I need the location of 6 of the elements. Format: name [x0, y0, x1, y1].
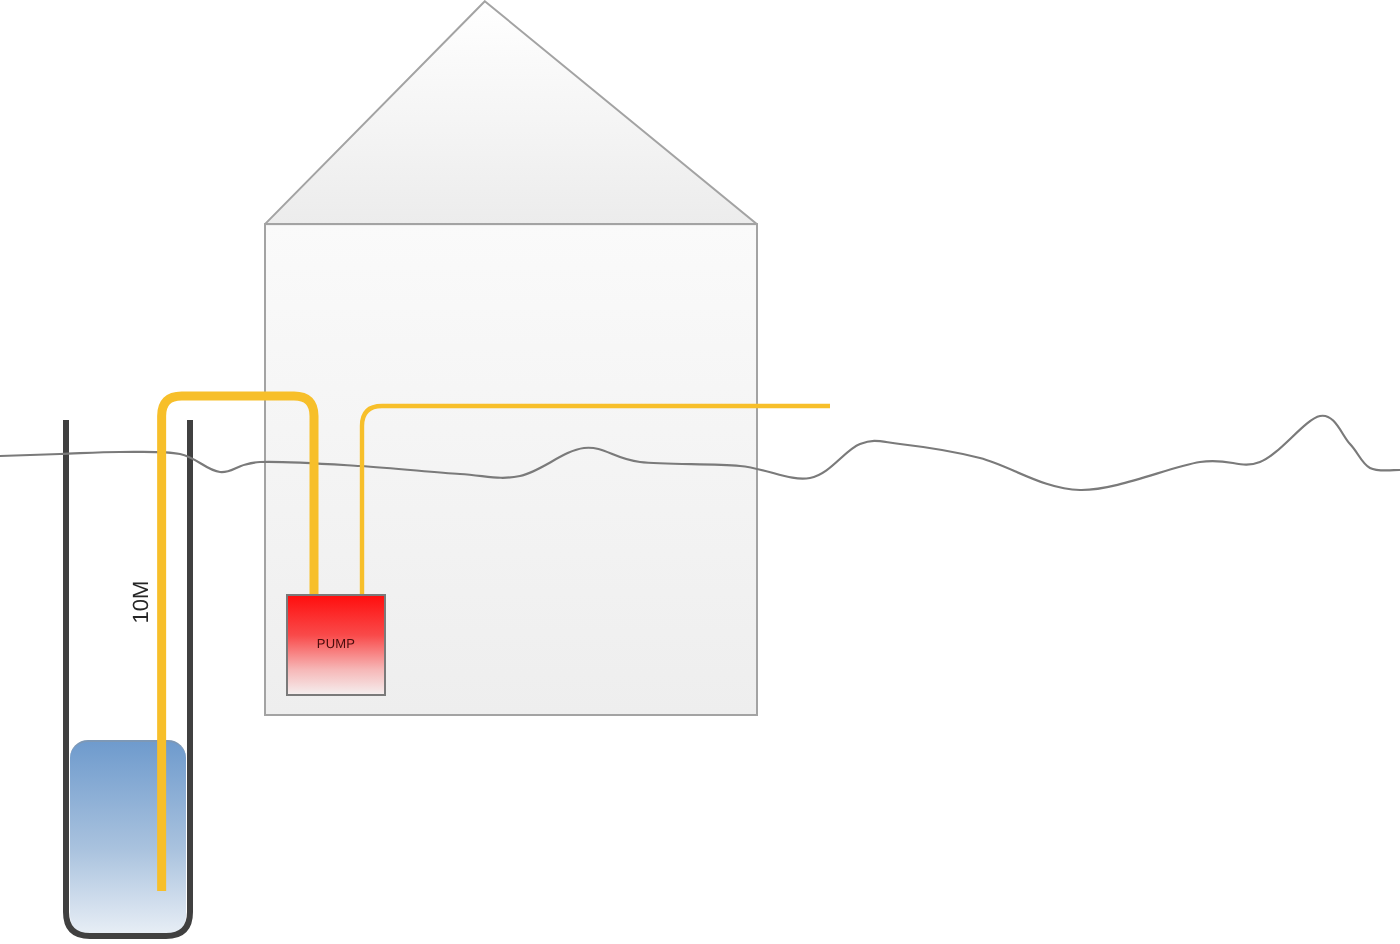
water-pipe	[157, 391, 319, 891]
house-shape	[264, 0, 758, 716]
dimension-label: 10M	[130, 578, 154, 628]
pump-box	[286, 594, 386, 696]
water-fill	[70, 740, 186, 936]
water-pipe	[359, 403, 830, 594]
